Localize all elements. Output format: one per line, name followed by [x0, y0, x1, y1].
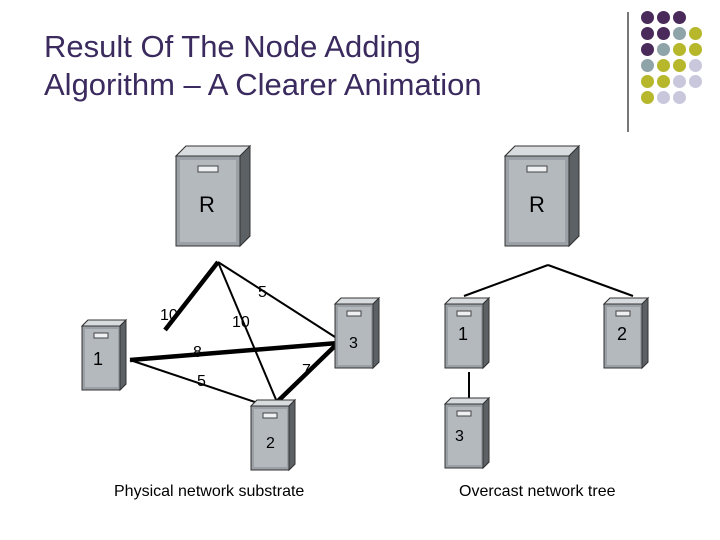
physical-node-1-label: 1 [93, 349, 104, 369]
overcast-node-3-label: 3 [455, 428, 464, 445]
dot [673, 11, 686, 24]
weight-1-3: 8 [193, 344, 202, 361]
dot [641, 27, 654, 40]
dot [657, 11, 670, 24]
physical-node-3-label: 3 [349, 335, 358, 352]
title-line-2: Algorithm – A Clearer Animation [44, 67, 482, 102]
server-icon [503, 144, 581, 248]
dot [657, 59, 670, 72]
weight-r-2: 10 [232, 314, 250, 331]
dot [657, 27, 670, 40]
edge-r-1 [163, 260, 220, 332]
overcast-node-2-label: 2 [617, 324, 628, 344]
title-line-1: Result Of The Node Adding [44, 29, 421, 64]
weight-r-3: 5 [258, 284, 267, 301]
decorative-divider [627, 12, 629, 132]
dot [641, 91, 654, 104]
dot [657, 75, 670, 88]
dot [689, 43, 702, 56]
server-icon [80, 318, 128, 392]
edge-r-3 [217, 261, 336, 338]
server-icon [333, 296, 381, 370]
tree-edge-r-1 [463, 264, 549, 297]
dot [641, 75, 654, 88]
dot [657, 43, 670, 56]
server-icon [443, 296, 491, 370]
slide-title: Result Of The Node Adding Algorithm – A … [44, 28, 604, 104]
dot [641, 11, 654, 24]
tree-edge-r-2 [547, 264, 634, 297]
dot [673, 75, 686, 88]
physical-root-label: R [199, 192, 215, 217]
dot [689, 27, 702, 40]
server-icon [602, 296, 650, 370]
physical-caption: Physical network substrate [114, 483, 305, 500]
edge-1-3 [129, 340, 339, 363]
dot [689, 59, 702, 72]
server-icon [249, 398, 297, 472]
weight-r-1: 10 [160, 307, 178, 324]
dot [657, 91, 670, 104]
physical-node-2-label: 2 [266, 435, 275, 452]
dot [673, 27, 686, 40]
dot [641, 43, 654, 56]
weight-1-2: 5 [197, 373, 206, 390]
decorative-dot-grid [637, 9, 717, 117]
dot [673, 91, 686, 104]
dot [673, 43, 686, 56]
dot [641, 59, 654, 72]
overcast-node-1-label: 1 [458, 324, 469, 344]
overcast-caption: Overcast network tree [459, 483, 616, 500]
server-icon [443, 396, 491, 470]
weight-3-2: 7 [302, 362, 311, 379]
edge-r-2 [217, 261, 278, 403]
dot [673, 59, 686, 72]
server-icon [174, 144, 252, 248]
dot [689, 75, 702, 88]
overcast-root-label: R [529, 192, 545, 217]
edge-1-2 [129, 359, 256, 403]
edge-3-2 [275, 341, 340, 404]
